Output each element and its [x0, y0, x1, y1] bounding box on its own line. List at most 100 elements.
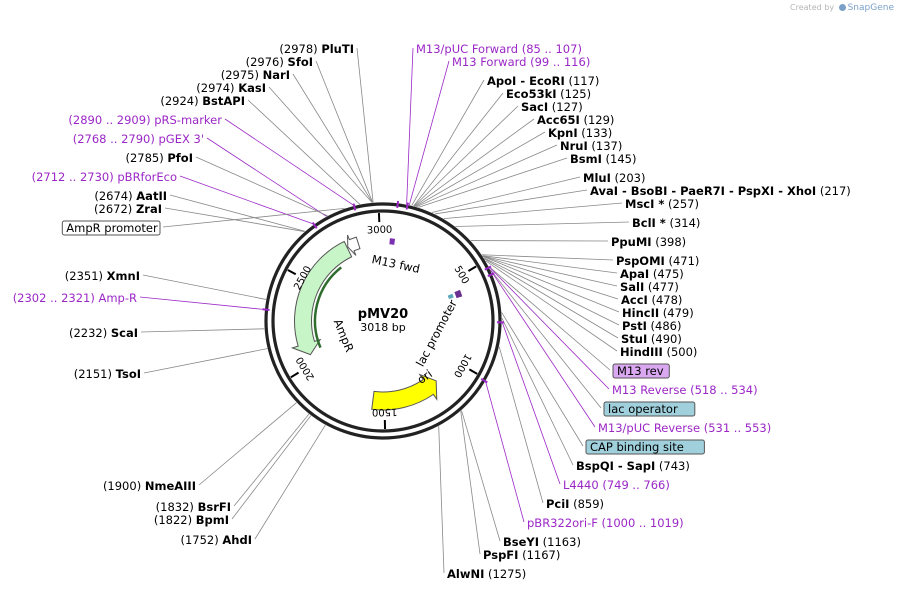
leader-line [438, 426, 445, 574]
label-l4440: L4440 (749 .. 766) [563, 478, 670, 492]
leader-line [231, 415, 312, 520]
leader-line [461, 410, 501, 542]
feature-label: lac promoter [413, 297, 460, 369]
labels: M13/pUC Forward (85 .. 107)M13 Forward (… [13, 42, 851, 581]
leader-line [254, 424, 326, 540]
label-text: BseYI (1163) [503, 535, 581, 549]
leader-line [414, 118, 535, 207]
label-m13-forward: M13 Forward (99 .. 116) [452, 55, 590, 69]
feature-label: AmpR [331, 317, 357, 354]
label-pbrforeco: (2712 .. 2730) pBRforEco [32, 170, 177, 184]
label-text: PspFI (1167) [483, 548, 560, 562]
label-bsrfi: (1832) BsrFI [156, 500, 231, 514]
label-eco53ki: Eco53kI (125) [506, 87, 591, 101]
plasmid-name: pMV20 [358, 307, 408, 322]
label-text: (2974) KasI [196, 81, 266, 95]
label-box [585, 439, 705, 455]
label-msci-: MscI * (257) [625, 197, 699, 211]
leader-line [485, 260, 618, 352]
tick-mark [290, 371, 300, 379]
label-text: MluI (203) [583, 171, 645, 185]
label-nmeaiii: (1900) NmeAIII [103, 479, 196, 493]
credit: Created by SnapGene [790, 3, 894, 13]
label-text: SacI (127) [521, 100, 583, 114]
label-text: (2975) NarI [221, 68, 290, 82]
label-pluti: (2978) PluTI [279, 42, 354, 56]
backbone-outer-strand [264, 202, 502, 440]
label-text: M13 rev [617, 364, 664, 378]
feature-label: M13 fwd [371, 252, 422, 276]
label-m13-reverse: M13 Reverse (518 .. 534) [612, 383, 758, 397]
label-text: Acc65I (129) [537, 113, 614, 127]
label-prs-marker: (2890 .. 2909) pRS-marker [68, 113, 222, 127]
label-saci: SacI (127) [521, 100, 583, 114]
leader-line [195, 156, 328, 217]
m13-rev-box [454, 289, 463, 299]
label-text: (2785) PfoI [125, 151, 193, 165]
label-text: AvaI - BsoBI - PaeR7I - PspXI - XhoI (21… [590, 184, 851, 198]
label-box [61, 220, 161, 236]
label-box [603, 401, 696, 417]
leader-line [483, 257, 620, 326]
label-text: (2151) TsoI [74, 367, 141, 381]
label-text: HindIII (500) [620, 345, 697, 359]
tick-label: 3000 [367, 225, 393, 237]
label-text: M13/pUC Reverse (531 .. 553) [598, 421, 771, 435]
tick-mark [467, 265, 477, 272]
leader-line [460, 411, 481, 555]
label-text: ApoI - EcoRI (117) [487, 74, 599, 88]
label-text: PpuMI (398) [611, 235, 686, 249]
label-text: (2890 .. 2909) pRS-marker [68, 113, 222, 127]
label-nrui: NruI (137) [560, 139, 622, 153]
leader-line [413, 92, 504, 207]
label-bstapi: (2924) BstAPI [160, 94, 245, 108]
tick-label: 1000 [451, 351, 473, 379]
site-marker [480, 377, 488, 384]
leader-line [416, 144, 558, 208]
label-text: (1822) BpmI [154, 513, 229, 527]
label-text: MscI * (257) [625, 197, 699, 211]
plasmid-size: 3018 bp [360, 321, 405, 334]
leader-line [488, 266, 610, 390]
label-bspqi-sapi: BspQI - SapI (743) [576, 459, 690, 473]
leader-line [485, 381, 525, 523]
label-pspomi: PspOMI (471) [616, 254, 699, 268]
label-apai: ApaI (475) [620, 267, 684, 281]
label-kasi: (2974) KasI [196, 81, 266, 95]
label-text: ApaI (475) [620, 267, 684, 281]
leader-line [415, 131, 546, 207]
label-text: lac operator [608, 402, 678, 416]
label-pcii: PciI (859) [546, 497, 604, 511]
leader-line [501, 317, 574, 466]
leader-line [408, 60, 450, 206]
snapgene-logo-icon [838, 4, 846, 11]
label-text: SalI (477) [620, 280, 679, 294]
leader-line [501, 312, 584, 447]
site-marker [262, 308, 270, 311]
leader-line [143, 348, 268, 374]
leader-line [484, 258, 619, 339]
leader-line [482, 255, 619, 300]
leader-line [198, 402, 297, 486]
label-m13-puc-forward: M13/pUC Forward (85 .. 107) [416, 42, 582, 56]
leader-line [431, 176, 581, 213]
label-text: M13 Reverse (518 .. 534) [612, 383, 758, 397]
label-text: (2978) PluTI [279, 42, 354, 56]
label-amp-r: (2302 .. 2321) Amp-R [13, 291, 137, 305]
label-ampr-promoter: AmpR promoter [61, 220, 161, 236]
label-text: Eco53kI (125) [506, 87, 591, 101]
label-bpmi: (1822) BpmI [154, 513, 229, 527]
label-stui: StuI (490) [621, 332, 682, 346]
label-text: PstI (486) [622, 319, 681, 333]
label-bcli-: BclI * (314) [632, 216, 700, 230]
label-hindiii: HindIII (500) [620, 345, 697, 359]
site-marker [396, 200, 400, 209]
leader-line [418, 157, 568, 208]
leader-line [224, 118, 355, 206]
label-ahdi: (1752) AhdI [180, 533, 252, 547]
leader-line [169, 194, 305, 232]
label-text: AlwNI (1275) [447, 567, 526, 581]
leader-line [488, 265, 611, 371]
ori-arrow [371, 373, 438, 411]
